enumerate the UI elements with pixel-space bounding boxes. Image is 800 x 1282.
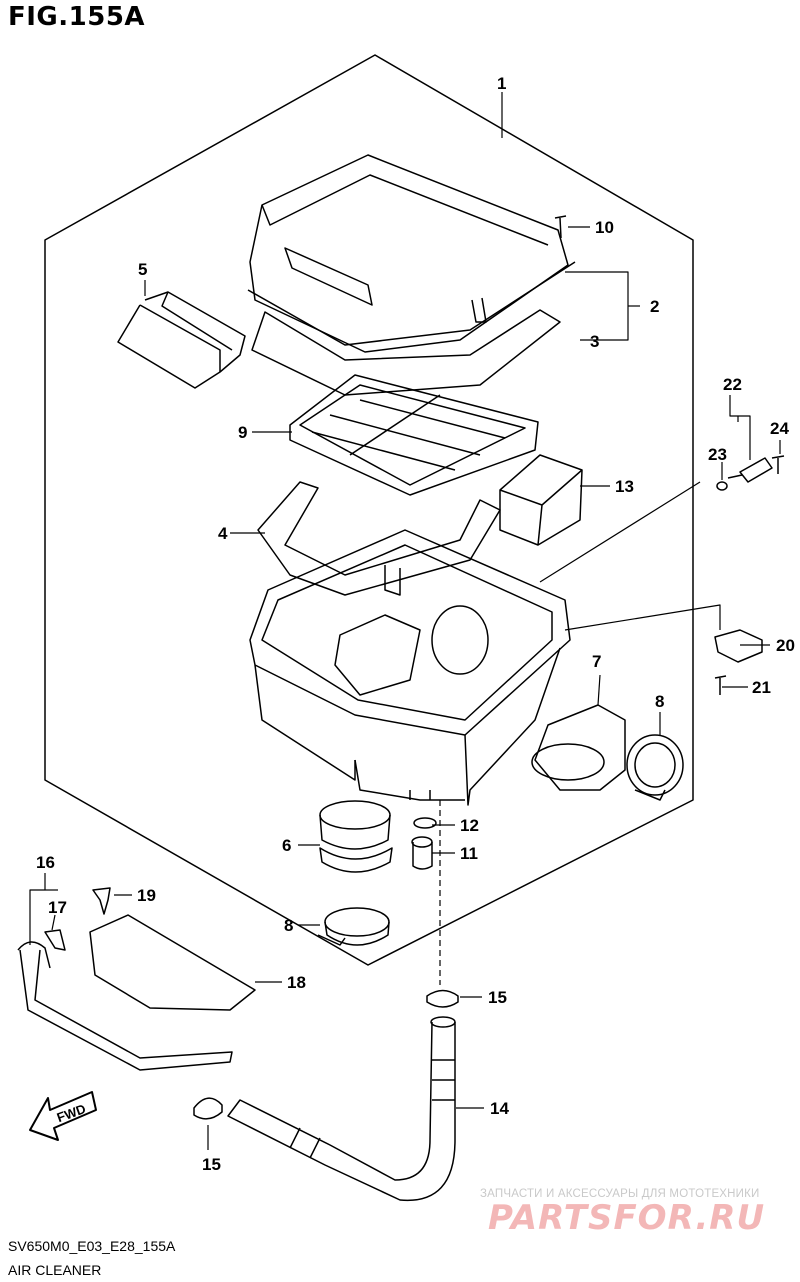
figure-name: AIR CLEANER [8, 1262, 102, 1278]
leader-lines [29, 92, 781, 1150]
callout-17: 17 [48, 898, 67, 917]
callout-18: 18 [287, 973, 306, 992]
part-case-seal [257, 481, 501, 596]
part-drain-hose [227, 1016, 456, 1202]
callout-labels: 1 10 2 3 5 9 4 13 22 23 24 20 21 7 8 6 1… [36, 74, 795, 1174]
part-adaptor [531, 704, 626, 791]
callout-23: 23 [708, 445, 727, 464]
assembly-outline [44, 54, 694, 966]
callout-24: 24 [770, 419, 789, 438]
part-rivet [92, 887, 111, 915]
part-cap [247, 154, 576, 353]
callout-16: 16 [36, 853, 55, 872]
callout-12: 12 [460, 816, 479, 835]
part-filter [289, 374, 539, 496]
part-case [249, 529, 571, 806]
part-clamp-upper [626, 734, 684, 801]
part-hose-clip-upper [426, 989, 459, 1008]
callout-1: 1 [497, 74, 506, 93]
part-intake-duct [117, 291, 246, 389]
part-breather-pipe [17, 941, 233, 1071]
callout-4: 4 [218, 524, 228, 543]
callout-2: 2 [650, 297, 659, 316]
callout-9: 9 [238, 423, 247, 442]
callout-8-lower: 8 [284, 916, 293, 935]
callout-19: 19 [137, 886, 156, 905]
watermark-brand: PARTSFOR.RU [488, 1198, 766, 1238]
callout-5: 5 [138, 260, 147, 279]
callout-7: 7 [592, 652, 601, 671]
callout-20: 20 [776, 636, 795, 655]
callout-6: 6 [282, 836, 291, 855]
part-cap-seal [251, 309, 561, 396]
figure-title: FIG.155A [8, 2, 146, 32]
callout-22: 22 [723, 375, 742, 394]
part-clamp-lower [317, 907, 390, 946]
part-drain-cap [411, 836, 433, 870]
figure-code: SV650M0_E03_E28_155A [8, 1238, 176, 1254]
callout-11: 11 [460, 844, 478, 863]
callout-8-upper: 8 [655, 692, 664, 711]
callout-14: 14 [490, 1099, 509, 1118]
callout-10: 10 [595, 218, 614, 237]
part-clip [413, 817, 437, 829]
callout-15-upper: 15 [488, 988, 507, 1007]
part-sponge [499, 454, 583, 546]
part-small-screw [771, 455, 785, 474]
callout-21: 21 [752, 678, 771, 697]
part-cover-plate [89, 914, 256, 1011]
part-pipe-clip [44, 929, 66, 951]
part-map-sensor [714, 629, 763, 663]
fwd-arrow-icon [29, 1091, 97, 1141]
part-iat-sensor [727, 457, 773, 483]
part-sensor-screw [714, 675, 727, 695]
watermark-tagline: ЗАПЧАСТИ И АКСЕССУАРЫ ДЛЯ МОТОТЕХНИКИ [480, 1188, 760, 1200]
part-screw [554, 215, 567, 239]
callout-13: 13 [615, 477, 634, 496]
part-hose-clip-lower [193, 1097, 223, 1120]
callout-3: 3 [590, 332, 599, 351]
part-o-ring [716, 481, 728, 491]
callout-15-lower: 15 [202, 1155, 221, 1174]
part-boot [319, 800, 393, 873]
